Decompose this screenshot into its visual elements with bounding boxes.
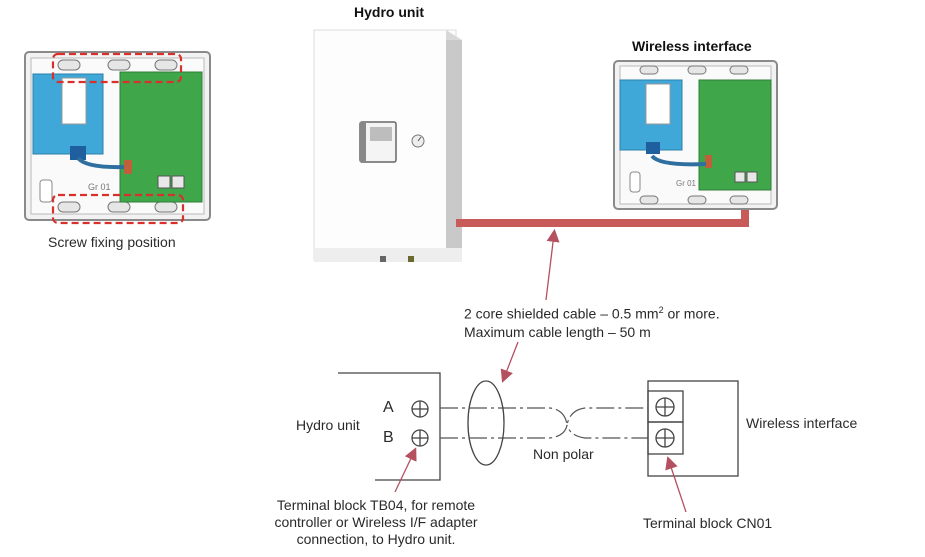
schematic-wireless-label: Wireless interface — [746, 415, 858, 431]
non-polar-label: Non polar — [533, 446, 594, 462]
cable-spec-note: 2 core shielded cable – 0.5 mm2 or more. — [464, 305, 720, 322]
cable-spec-sup: 2 — [658, 305, 664, 315]
terminal-a-icon — [411, 400, 429, 418]
tb04-arrow — [394, 447, 417, 493]
screw-fixing-caption: Screw fixing position — [48, 234, 176, 250]
wireless-interface-box — [647, 380, 739, 477]
wireless-interface-board: Gr 01 — [613, 60, 778, 210]
screw-fixing-board: Gr 01 — [24, 51, 211, 225]
screw-slots-top — [57, 59, 178, 71]
hydro-unit-title: Hydro unit — [354, 4, 424, 20]
wireless-interface-title: Wireless interface — [632, 38, 752, 54]
terminal-a-label: A — [383, 399, 394, 416]
cable-length-note: Maximum cable length – 50 m — [464, 324, 651, 340]
shield-ellipse — [467, 380, 505, 466]
hydro-unit-image — [313, 29, 462, 262]
screw-highlight-top — [51, 52, 183, 84]
terminal-b-label: B — [383, 429, 394, 446]
wire-a — [440, 407, 648, 426]
tb04-note: Terminal block TB04, for remote controll… — [258, 497, 494, 548]
cable-spec-line1-end: or more. — [663, 305, 720, 322]
wire-b — [440, 424, 648, 439]
schematic-hydro-unit-label: Hydro unit — [296, 417, 360, 433]
cn01-note: Terminal block CN01 — [643, 515, 773, 531]
cn01-terminal-1-icon — [655, 397, 675, 417]
tb04-note-line2: controller or Wireless I/F adapter — [274, 514, 478, 530]
cable-note-arrow — [545, 228, 560, 301]
cn01-terminal-2-icon — [655, 428, 675, 448]
screw-highlight-bottom — [51, 193, 185, 225]
hydro-unit-box — [338, 372, 441, 481]
cn01-arrow — [665, 456, 687, 513]
tb04-note-line1: Terminal block TB04, for remote — [276, 497, 476, 513]
terminal-b-icon — [411, 429, 429, 447]
svg-text:Gr 01: Gr 01 — [88, 182, 111, 192]
screw-slots-bottom — [57, 201, 178, 213]
cable-spec-line1: 2 core shielded cable – 0.5 mm — [464, 305, 659, 322]
svg-text:Gr 01: Gr 01 — [676, 179, 697, 188]
tb04-note-line3: connection, to Hydro unit. — [296, 531, 456, 547]
wiring-schematic — [338, 341, 739, 513]
shield-arrow — [500, 341, 519, 383]
